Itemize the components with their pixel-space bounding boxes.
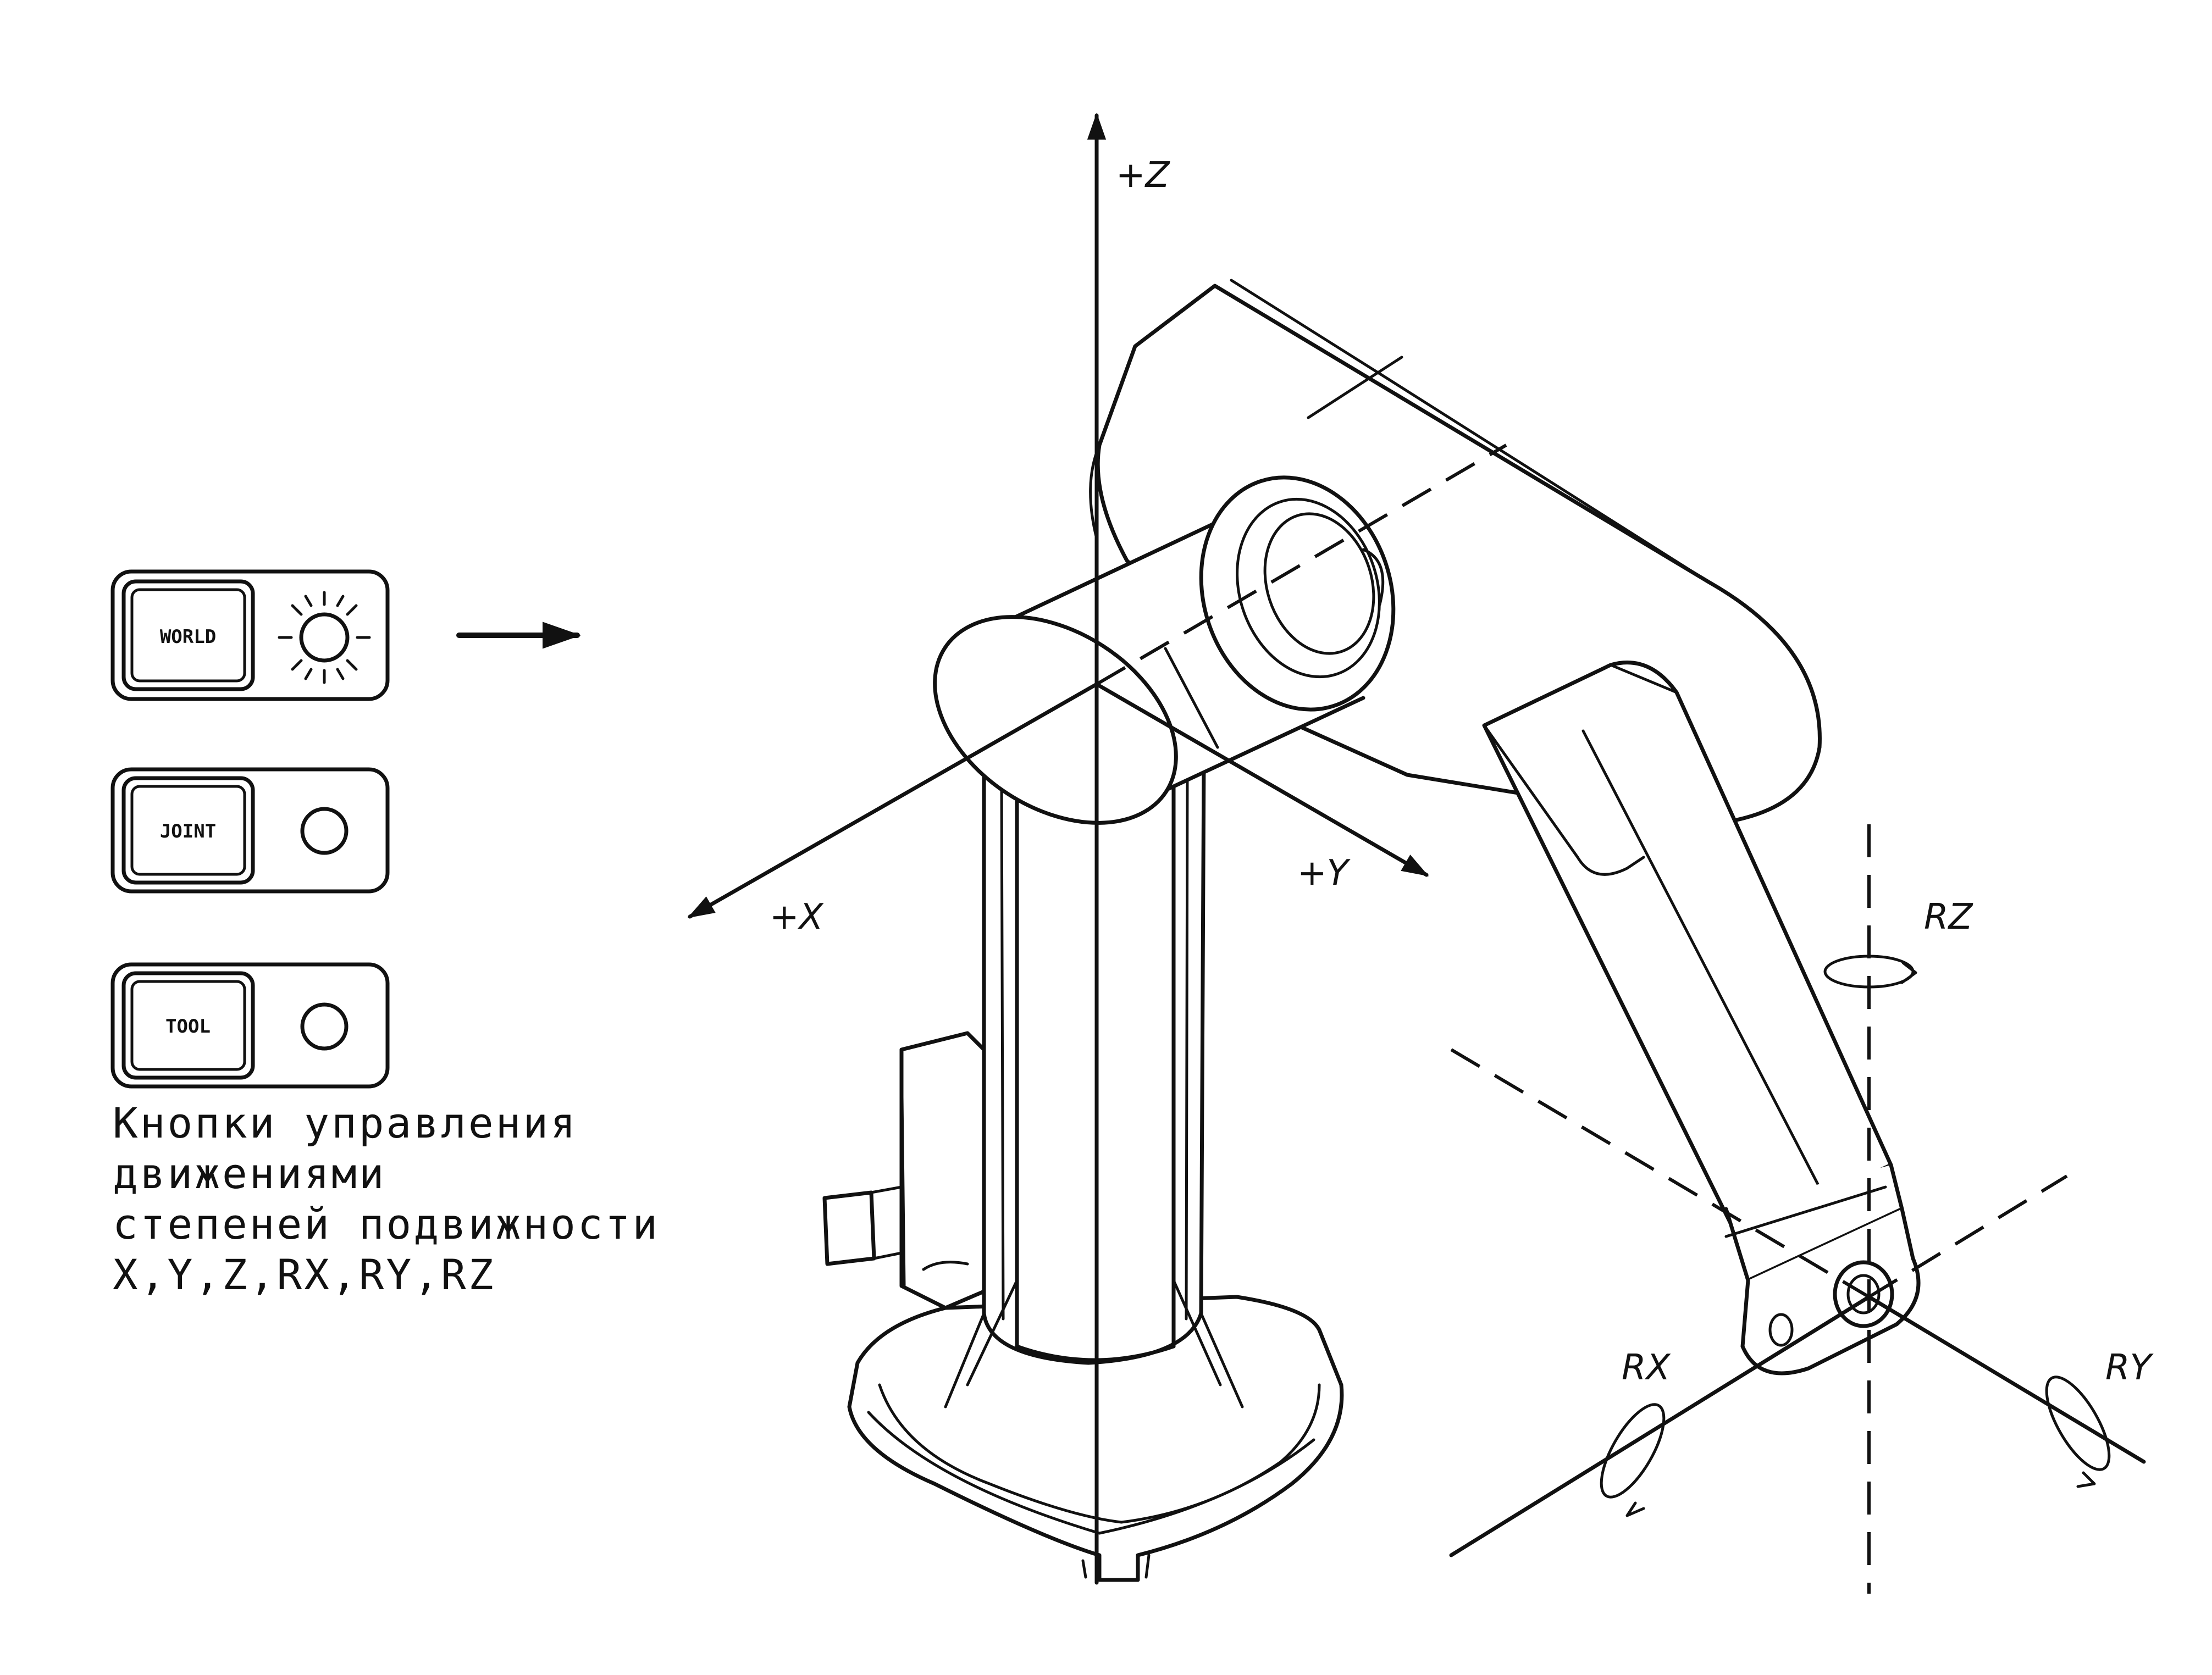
robot-column	[944, 756, 1244, 1408]
upper-arm-cylinder	[933, 475, 1396, 825]
world-button-label: WORLD	[160, 626, 216, 648]
rotation-rx-icon	[1600, 1403, 1666, 1517]
circle-icon	[300, 807, 349, 855]
rear-bracket	[822, 1031, 986, 1310]
rz-axis-label: RZ	[1924, 897, 1973, 938]
caption-line-2: движениями	[113, 1149, 386, 1198]
sun-icon	[278, 591, 371, 684]
joint-button-label: JOINT	[160, 820, 216, 842]
y-axis-label: +Y	[1297, 853, 1351, 894]
caption: Кнопки управления движениями степеней по…	[113, 1099, 660, 1299]
caption-line-1: Кнопки управления	[113, 1099, 578, 1147]
tool-button-label: TOOL	[165, 1016, 211, 1038]
rotation-rz-icon	[1823, 955, 1917, 989]
wrist-joint	[1740, 1207, 1921, 1376]
tool-button[interactable]: TOOL	[110, 962, 390, 1089]
caption-line-4: X,Y,Z,RX,RY,RZ	[113, 1250, 496, 1299]
caption-line-3: степеней подвижности	[113, 1200, 660, 1249]
forearm	[1482, 661, 1904, 1283]
circle-icon	[300, 1002, 349, 1051]
rx-axis-label: RX	[1622, 1347, 1671, 1388]
tool-axes: RZ RX RY	[1449, 824, 2154, 1594]
ry-axis-label: RY	[2105, 1347, 2154, 1388]
x-axis-label: +X	[770, 897, 824, 938]
rotation-ry-icon	[2045, 1376, 2111, 1488]
joint-button[interactable]: JOINT	[110, 767, 390, 894]
world-button[interactable]: WORLD	[110, 569, 390, 701]
z-axis-label: +Z	[1116, 155, 1170, 196]
world-axes: +Z +X +Y	[687, 113, 1507, 1585]
